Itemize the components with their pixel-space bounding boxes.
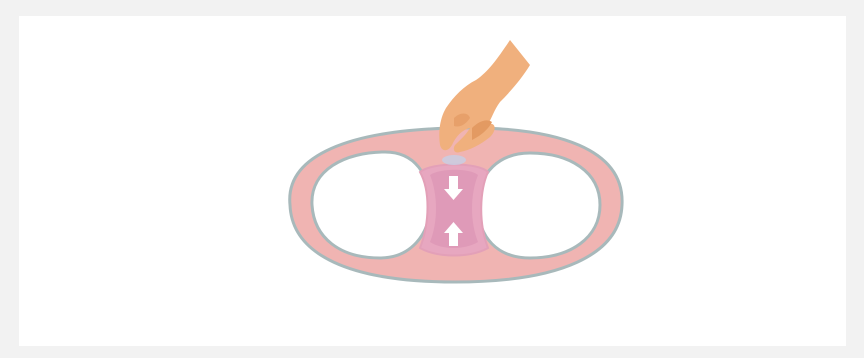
page-background: [0, 0, 864, 358]
pelvic-floor-illustration: [0, 0, 864, 358]
